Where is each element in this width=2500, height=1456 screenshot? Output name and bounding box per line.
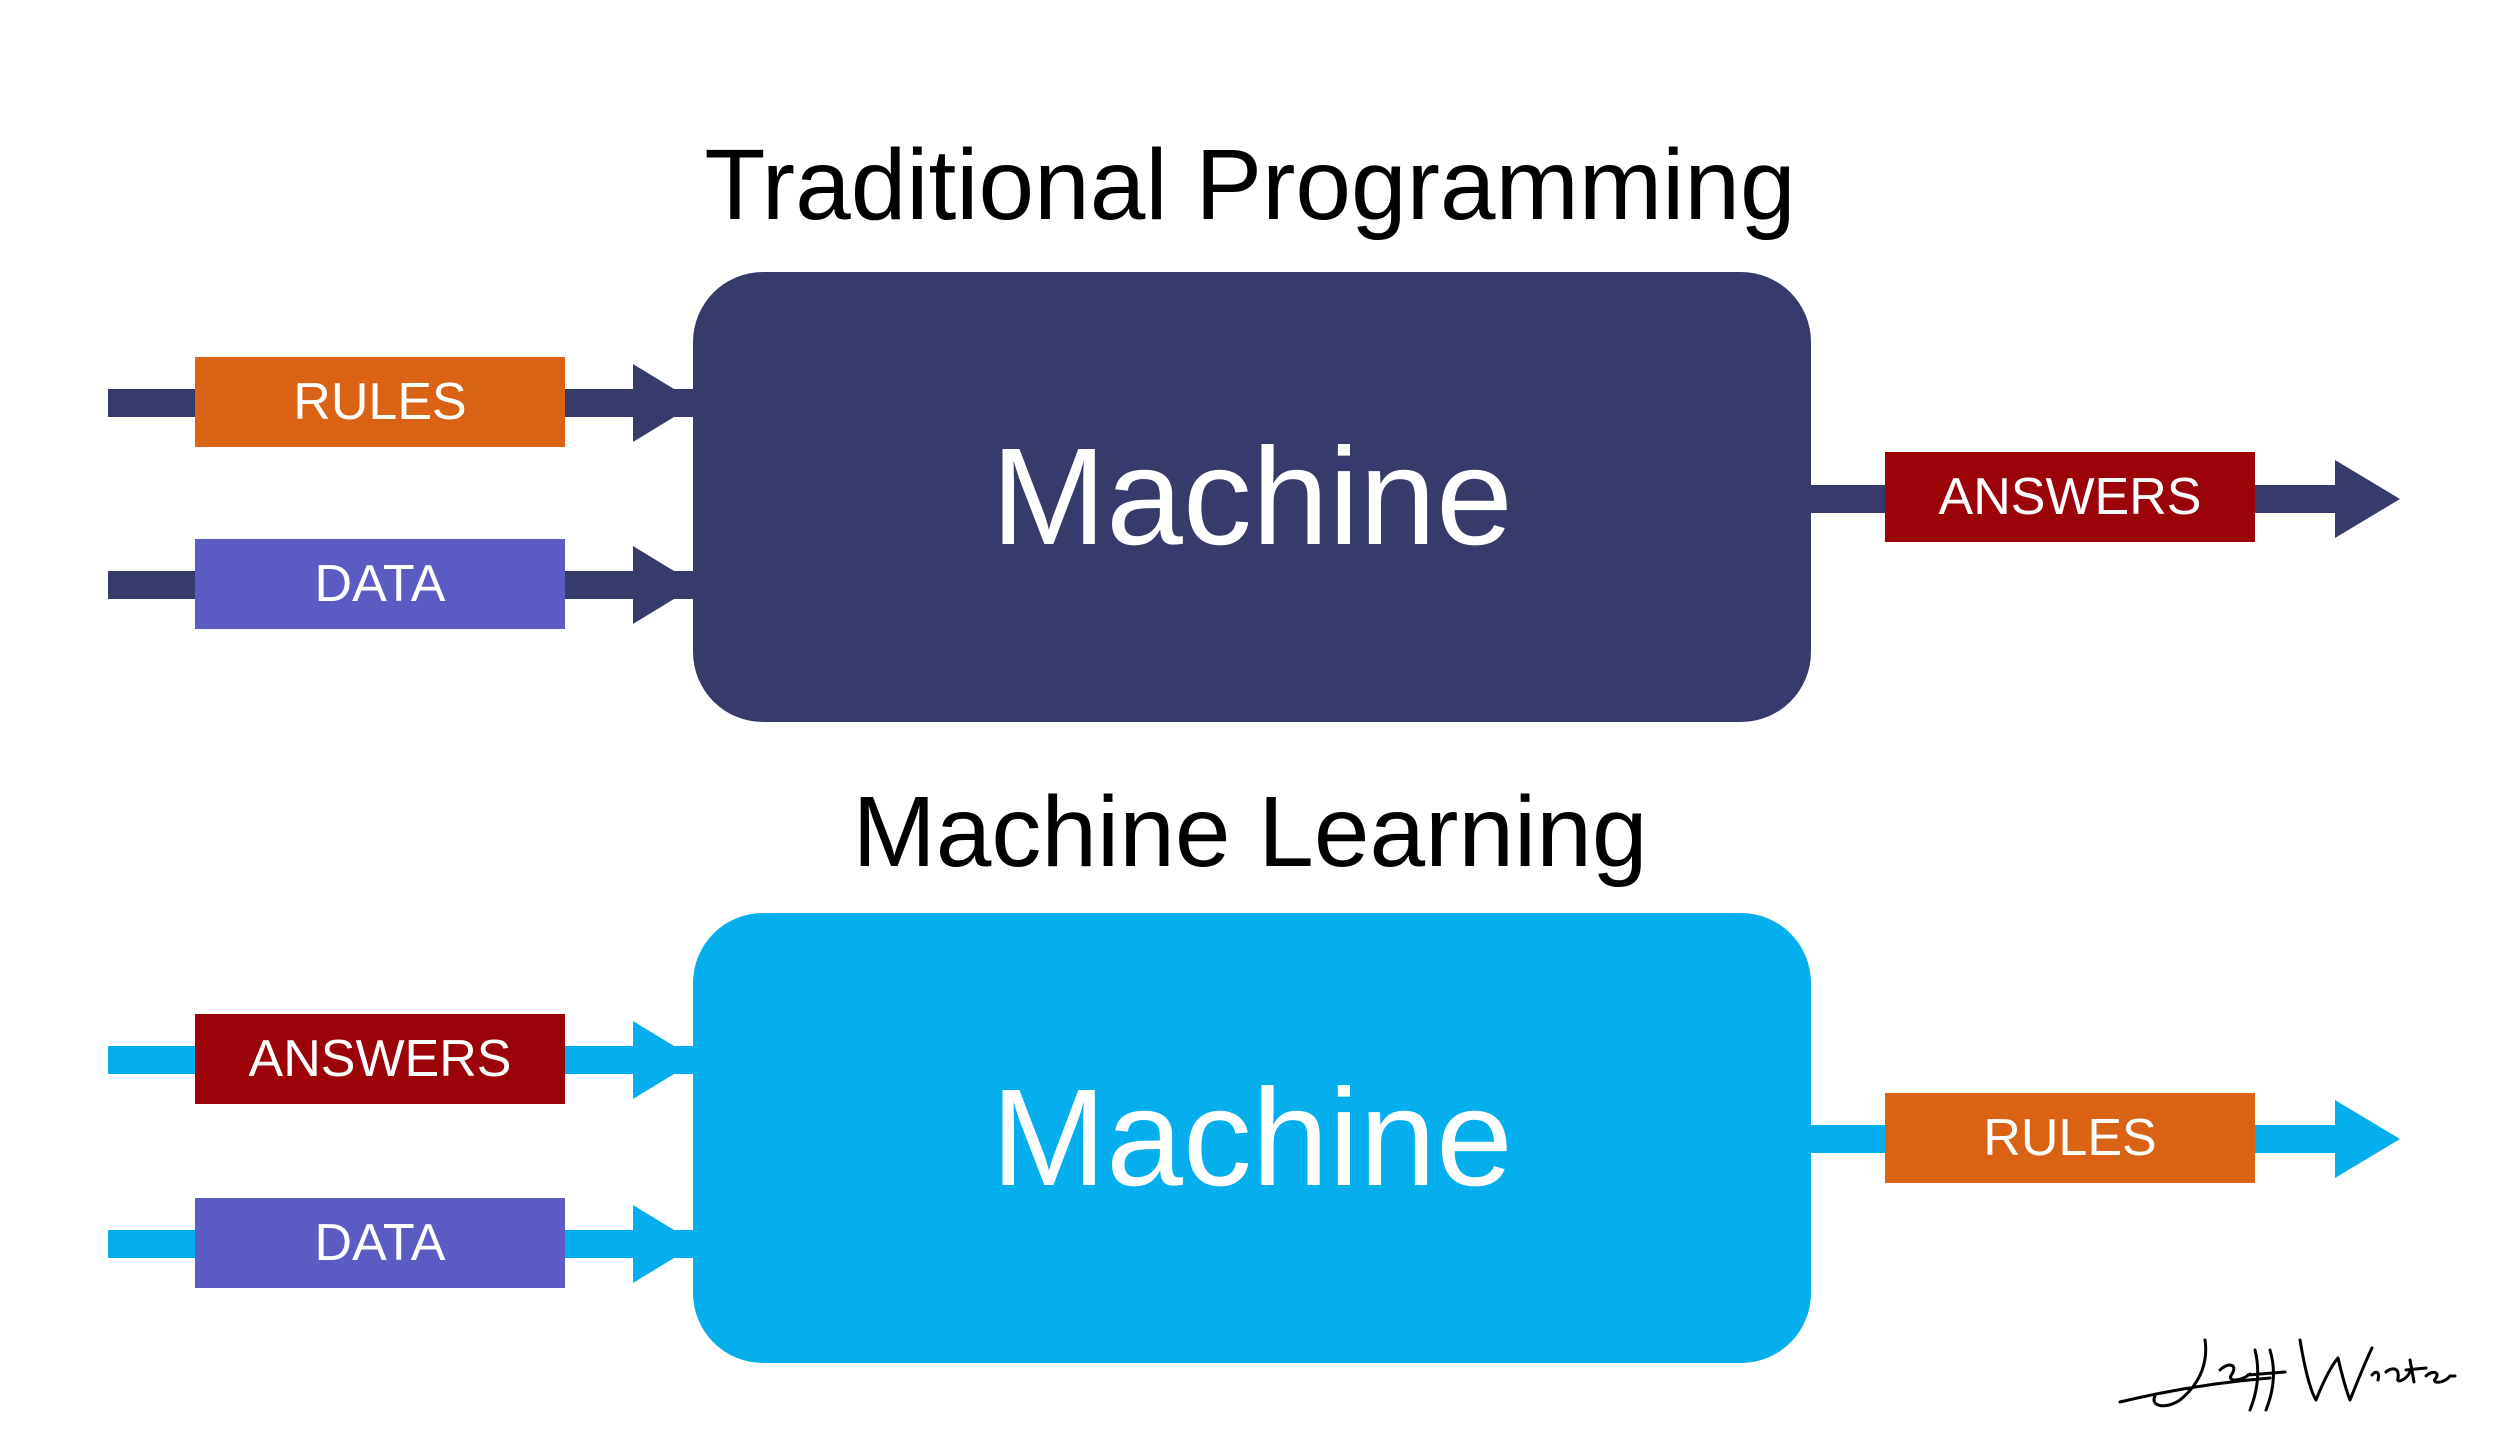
ml-machine-box: Machine	[693, 913, 1811, 1363]
ml-output-arrowhead	[2335, 1100, 2400, 1178]
ml-output-rules-tag: RULES	[1885, 1093, 2255, 1183]
ml-input-answers-tag: ANSWERS	[195, 1014, 565, 1104]
signature	[2118, 1338, 2457, 1412]
tp-rules-arrowhead	[633, 364, 697, 442]
traditional-machine-label: Machine	[991, 419, 1513, 574]
ml-answers-arrowhead	[633, 1021, 697, 1099]
traditional-machine-box: Machine	[693, 272, 1811, 722]
tp-output-answers-tag: ANSWERS	[1885, 452, 2255, 542]
ml-data-arrowhead	[633, 1205, 697, 1283]
machine-learning-title: Machine Learning	[852, 776, 1648, 888]
ml-input-data-tag: DATA	[195, 1198, 565, 1288]
tp-input-data-tag: DATA	[195, 539, 565, 629]
ml-machine-label: Machine	[991, 1060, 1513, 1215]
traditional-programming-title: Traditional Programming	[704, 129, 1796, 241]
tp-output-arrowhead	[2335, 460, 2400, 538]
tp-input-rules-tag: RULES	[195, 357, 565, 447]
tp-data-arrowhead	[633, 546, 697, 624]
